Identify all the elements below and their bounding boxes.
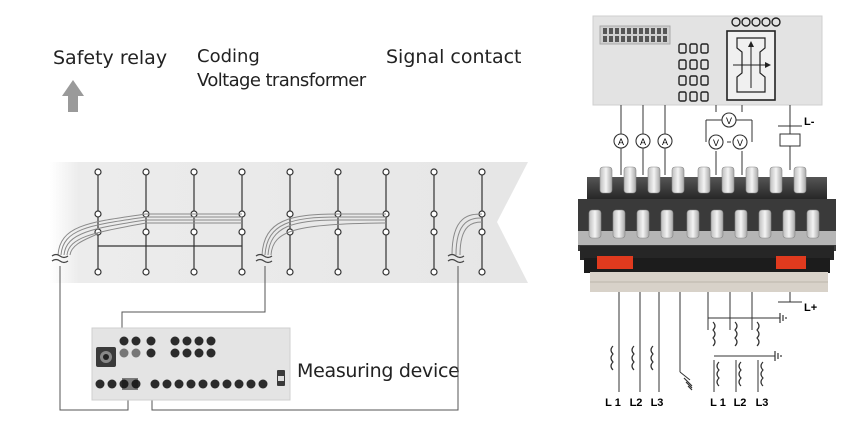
dc-plus-label: L+	[804, 302, 817, 314]
up-arrow-icon	[62, 80, 84, 112]
ammeter-icons	[613, 133, 673, 149]
current-transformer-coils	[610, 321, 764, 387]
contact-group-safety-relay	[97, 172, 243, 272]
ammeter-label-1: A	[618, 137, 624, 147]
terminal-pins-bottom	[588, 209, 820, 239]
phase-left-l3: L3	[651, 397, 664, 409]
voltmeter-icons	[708, 112, 748, 150]
ammeter-label-3: A	[662, 137, 668, 147]
phase-wiring	[618, 292, 802, 392]
phase-left-l2: L2	[630, 397, 643, 409]
measuring-device-label: Measuring device	[297, 360, 460, 382]
relay-front-panel	[592, 15, 823, 106]
measurement-leads	[59, 266, 459, 411]
voltmeter-label-2: V	[713, 138, 719, 148]
phase-left-l1: L 1	[605, 397, 621, 409]
safety-relay-label: Safety relay	[53, 47, 168, 69]
contact-terminals	[94, 168, 486, 276]
cable-bundle-3	[451, 213, 483, 256]
coding-label: Coding	[197, 46, 260, 67]
cable-bundle-2	[261, 213, 387, 256]
signal-contact-label: Signal contact	[386, 46, 522, 68]
voltmeter-label-1: V	[726, 116, 732, 126]
terminal-pins-top	[599, 166, 807, 194]
cable-break-symbols	[51, 253, 465, 264]
voltmeter-label-3: V	[737, 138, 743, 148]
cable-bundle-1	[57, 213, 242, 256]
dc-minus-label: L-	[804, 116, 815, 128]
phase-right-l1: L 1	[710, 397, 726, 409]
ammeter-label-2: A	[640, 137, 646, 147]
contact-columns	[97, 172, 483, 272]
voltage-transformer-label: Voltage transformer	[197, 70, 366, 91]
phase-right-l3: L3	[756, 397, 769, 409]
phase-right-l2: L2	[734, 397, 747, 409]
ground-icons	[683, 313, 787, 391]
measuring-device	[91, 327, 291, 401]
